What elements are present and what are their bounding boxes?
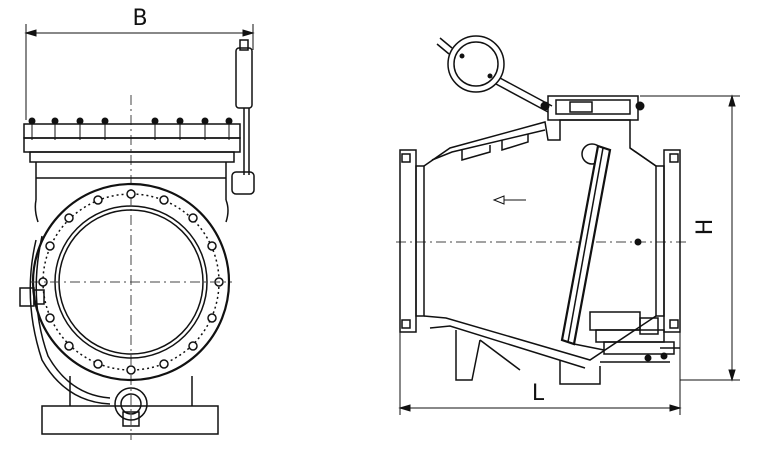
dimension-l-label: L [532,381,545,406]
body-upper [423,95,657,167]
body-neck [34,162,229,223]
dimension-h-label: H [693,219,718,236]
dimension-h: H [640,94,740,382]
bypass-pipe [35,235,111,399]
dimension-b: B [24,6,255,120]
outlet-flange [655,149,681,333]
left-side-port [19,287,45,307]
counterweight-arm [231,39,255,195]
front-view: B [19,6,255,440]
flow-direction-arrow [492,195,526,205]
dimension-l: L [398,330,682,415]
top-cover-flange [23,117,241,163]
cover-bolts [28,117,233,140]
body-lower [423,311,680,385]
front-base [41,376,219,435]
side-view: L H [396,35,740,415]
handwheel-lever [436,35,553,113]
dimension-b-label: B [132,6,147,31]
valve-disc [560,144,612,346]
flange-bolt-holes [38,189,224,375]
body-right-edge [629,147,657,167]
inlet-flange [399,149,425,333]
center-mark [634,238,642,246]
